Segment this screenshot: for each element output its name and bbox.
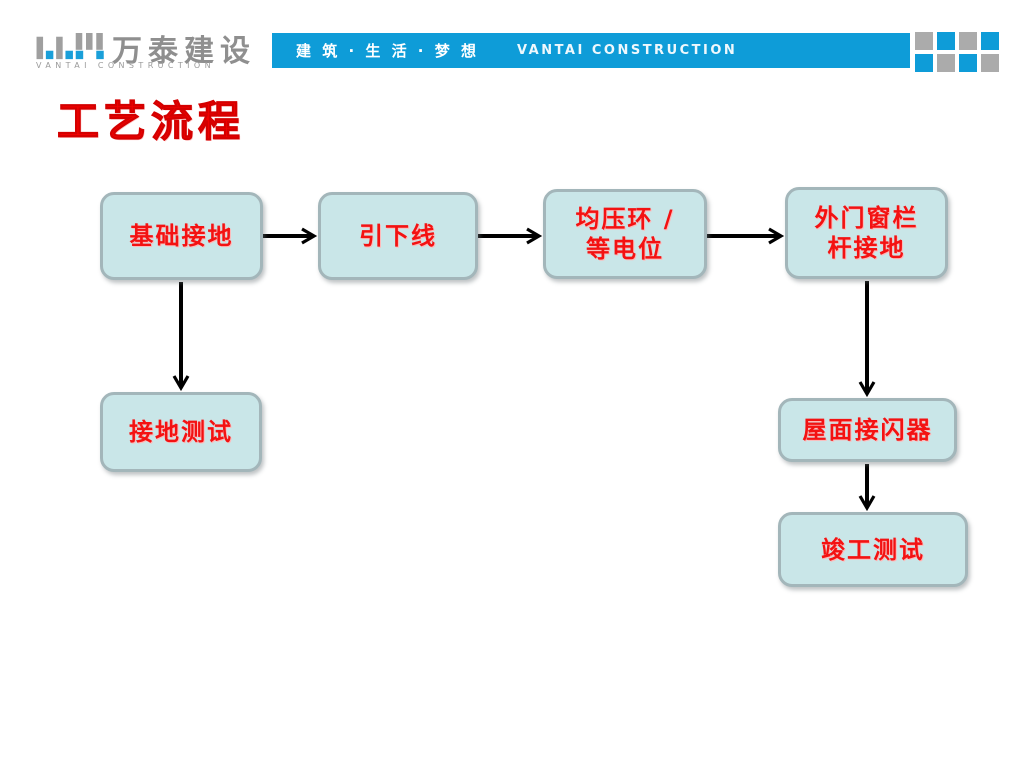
deco-square [959,32,977,50]
deco-square [937,54,955,72]
node-down-conductor: 引下线 [318,192,478,280]
deco-square [915,54,933,72]
company-name: 万泰建设 [112,34,256,69]
company-name-en: VANTAI CONSTRUCTION [36,61,216,70]
company-logo: 万泰建设 VANTAI CONSTRUCTION [35,30,265,72]
node-foundation-earthing: 基础接地 [100,192,263,280]
header-banner: 建 筑 · 生 活 · 梦 想 VANTAI CONSTRUCTION [272,33,910,68]
deco-square [915,32,933,50]
decorative-squares [915,32,999,72]
banner-company-en: VANTAI CONSTRUCTION [516,43,738,58]
logo-mark-icon [36,33,104,60]
page-title: 工艺流程 [56,97,246,147]
banner-slogan: 建 筑 · 生 活 · 梦 想 [296,42,479,60]
node-equalizing-ring-equipotential: 均压环 / 等电位 [543,189,707,279]
deco-square [959,54,977,72]
deco-square [981,54,999,72]
deco-square [937,32,955,50]
deco-square [981,32,999,50]
node-earthing-test: 接地测试 [100,392,262,472]
node-completion-test: 竣工测试 [778,512,968,587]
node-roof-air-terminal: 屋面接闪器 [778,398,957,462]
node-door-window-rail-earthing: 外门窗栏 杆接地 [785,187,948,279]
